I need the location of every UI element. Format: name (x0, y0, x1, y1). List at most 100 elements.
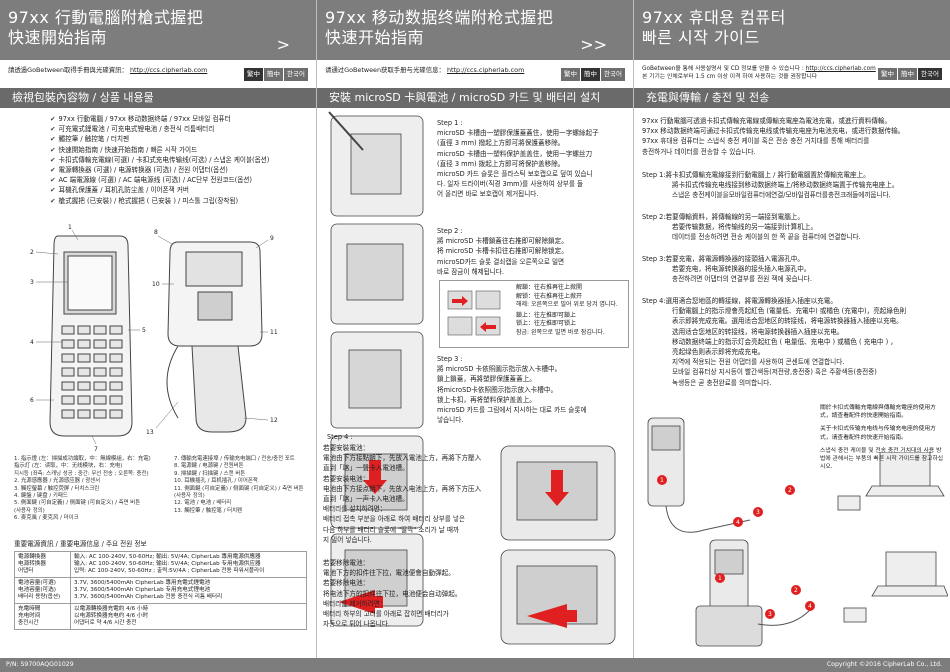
lang-tab-simplified: 簡中 (581, 68, 601, 81)
lang-tab-simplified: 簡中 (898, 68, 918, 80)
checkmark-icon: ✔ (50, 176, 56, 185)
install-illustrations (328, 111, 424, 627)
col2-title-line2: 快速开始指南 (325, 28, 425, 47)
laptop-illustrations (837, 452, 948, 623)
col1-title-line2: 快速開始指南 (8, 28, 108, 47)
lang-tab-traditional: 繁中 (878, 68, 898, 80)
column-korean: 97xx 휴대용 컴퓨터 빠른 시작 가이드 GoBetween을 통해 사용설… (634, 0, 950, 672)
step4-remove-text: 若要移除電池：電池下方的扣件往下拉，電池便會自動彈起。若要移除电池：将电池下方的… (323, 559, 462, 629)
package-contents-list: ✔97xx 行動電腦 / 97xx 移动数据终端 / 97xx 모바일 컴퓨터 … (0, 108, 316, 206)
device-front-illustration (49, 235, 133, 437)
table-row: 充電時間 充电时间 충전시간 以電源轉換器充電約 4/6 小時 以电源转换器充电… (14, 603, 307, 630)
device-rear-illustration (166, 241, 263, 433)
col1-web-url[interactable]: http://ccs.cipherlab.com (129, 66, 208, 74)
callout-9: 9 (270, 235, 274, 242)
col2-web-text: 请通过GoBetween获取手册与光碟信息： (325, 66, 445, 74)
checkmark-icon: ✔ (50, 115, 56, 123)
lang-tab-korean: 한국어 (918, 68, 942, 80)
power-adapter-icon (843, 607, 867, 623)
footer-bar: P/N: S9700AQG01029 Copyright ©2016 Ciphe… (0, 658, 950, 672)
part-number: P/N: S9700AQG01029 (6, 661, 74, 668)
step3-text: Step 3 :將 microSD 卡依照圖示指示放入卡槽中。鎖上鎖蓋，再將塑膠… (437, 355, 587, 425)
callout-6: 6 (30, 397, 34, 404)
legend-left: 1. 指示燈 (左：掃描成功讀取，中：無線模組，右：充電) 指示灯 (左：读取，… (14, 456, 151, 522)
col2-web-url[interactable]: http://ccs.cipherlab.com (446, 66, 525, 74)
step2-text: Step 2 :將 microSD 卡槽鎖蓋往右推即可解除鎖定。将 microS… (437, 227, 568, 276)
callout-13: 13 (146, 429, 154, 436)
arrow-icon (527, 470, 577, 628)
callout-10: 10 (152, 281, 160, 288)
col3-title-line2: 빠른 시작 가이드 (642, 28, 760, 47)
col1-title-line1: 97xx 行動電腦附槍式握把 (8, 8, 204, 27)
laptop-icon (879, 452, 931, 487)
checkmark-icon: ✔ (50, 125, 56, 134)
legend-right: 7. 傳輸充電連接埠 / 传输充电端口 / 전송/충전 포트 8. 電源鍵 / … (174, 456, 304, 514)
charging-step3: Step 3:若要充電，將電源轉換器的接頭插入電源孔中。若要充电，将电源转换器的… (642, 255, 812, 284)
next-arrow: > (276, 35, 290, 54)
col3-web-text2: 본 기기는 인체로부터 1.5 cm 이상 이격 하여 사용하는 것을 권장합니… (642, 74, 818, 80)
col2-section-title: 安裝 microSD 卡與電池 / microSD 카드 및 배터리 설치 (317, 88, 633, 108)
arrow-icon (339, 460, 387, 614)
laptop-icon (885, 551, 937, 587)
svg-text:2: 2 (788, 487, 792, 494)
column-divider (633, 0, 634, 672)
svg-text:2: 2 (794, 587, 798, 594)
callout-8: 8 (154, 229, 158, 236)
lang-tab-korean: 한국어 (284, 68, 308, 81)
checkmark-icon: ✔ (50, 196, 56, 205)
spec-value: 3.7V, 3600/5400mAh CipherLab 專用充電式鋰電池 3.… (70, 577, 307, 604)
charging-cradle (695, 605, 763, 647)
list-item: ✔AC 端電源線 (可選) / AC 端电源线 (可选) / AC단부 전원코드… (50, 176, 252, 185)
charging-intro: 97xx 行動電腦可透過卡扣式傳輸充電線或傳輸充電座為電池充電，或進行資料傳輸。… (642, 117, 905, 156)
spec-key: 充電時間 充电时间 충전시간 (14, 603, 71, 630)
lang-tab-traditional: 繁中 (561, 68, 581, 81)
col1-header: 97xx 行動電腦附槍式握把 快速開始指南 > (0, 0, 316, 60)
lang-tab-korean: 한국어 (601, 68, 625, 81)
callout-7: 7 (94, 446, 98, 452)
language-tabs: 繁中 簡中 한국어 (244, 68, 308, 81)
col3-web-info: GoBetween을 통해 사용설명서 및 CD 정보를 얻을 수 있습니다 :… (634, 60, 950, 88)
svg-text:3: 3 (768, 611, 772, 618)
checkmark-icon: ✔ (50, 155, 56, 164)
lock-slider-icon (447, 290, 501, 336)
callout-12: 12 (270, 417, 278, 424)
language-tabs: 繁中 簡中 한국어 (561, 68, 625, 81)
lang-tab-traditional: 繁中 (244, 68, 264, 81)
callout-lines (35, 229, 269, 445)
copyright: Copyright ©2016 CipherLab Co., Ltd. (826, 661, 942, 668)
charging-step4: Step 4:選用適合您地區的轉接線，將電源轉換器插入插座以充電。 行動電腦上的… (642, 297, 907, 387)
power-adapter-icon (837, 495, 861, 511)
list-item: ✔快速開始指南 / 快速开始指南 / 빠른 시작 가이드 (50, 145, 198, 154)
language-tabs: 繁中 簡中 한국어 (878, 68, 942, 80)
lang-tab-simplified: 簡中 (264, 68, 284, 81)
step4-install-text: 若要安裝電池：電池由下方接點朝下，先放入電池上方，再將下方壓入直到「喀」一聲卡入… (323, 444, 482, 544)
list-item: ✔槍式握把 (已安裝) / 枪式握把 ( 已安装 ) / 피스톨 그립(장착됨) (50, 196, 239, 205)
callout-3: 3 (30, 279, 34, 286)
checkmark-icon: ✔ (50, 186, 56, 195)
svg-text:1: 1 (718, 575, 722, 582)
col2-web-info: 请通过GoBetween获取手册与光碟信息： http://ccs.cipher… (317, 60, 633, 88)
spec-key: 電池容量(可選) 电池容量(可选) 배터리 용량(옵션) (14, 577, 71, 604)
list-item: ✔可充電式鋰電池 / 可充电式锂电池 / 충전식 리튬배터리 (50, 125, 215, 134)
col1-web-info: 請透過GoBetween取得手冊與光碟資訊： http://ccs.cipher… (0, 60, 316, 88)
table-row: 電源轉換器 电源转换器 어댑터 輸入: AC 100-240V, 50-60Hz… (14, 551, 307, 578)
col3-title-line1: 97xx 휴대용 컴퓨터 (642, 8, 786, 27)
col3-section-title: 充電與傳輸 / 충전 및 전송 (634, 88, 950, 108)
power-info-title: 重要電源資訊 / 重要电源信息 / 주요 전원 정보 (14, 540, 147, 548)
callout-4: 4 (30, 339, 34, 346)
col3-header: 97xx 휴대용 컴퓨터 빠른 시작 가이드 (634, 0, 950, 60)
callout-1: 1 (68, 224, 72, 231)
list-item: ✔卡扣式傳輸充電線(可選) / 卡扣式充电传输线(可选) / 스냅온 케이블(옵… (50, 155, 270, 164)
step4-text: Step 4 : (327, 433, 353, 441)
list-item: ✔耳機孔保護蓋 / 耳机孔防尘盖 / 이어폰잭 커버 (50, 186, 189, 195)
column-simplified-chinese: 97xx 移动数据终端附枪式握把 快速开始指南 >> 请通过GoBetween获… (317, 0, 633, 672)
step-badges: 1 2 3 4 1 2 3 4 (657, 475, 815, 619)
charging-step2: Step 2:若要傳輸資料，將傳輸線的另一端接到電腦上。若要传输数据，将传输线的… (642, 213, 861, 242)
table-row: 電池容量(可選) 电池容量(可选) 배터리 용량(옵션) 3.7V, 3600/… (14, 577, 307, 604)
col2-header: 97xx 移动数据终端附枪式握把 快速开始指南 >> (317, 0, 633, 60)
col3-web-url[interactable]: http://ccs.cipherlab.com (805, 66, 876, 72)
checkmark-icon: ✔ (50, 135, 56, 144)
checkmark-icon: ✔ (50, 166, 56, 175)
svg-text:4: 4 (736, 519, 740, 526)
